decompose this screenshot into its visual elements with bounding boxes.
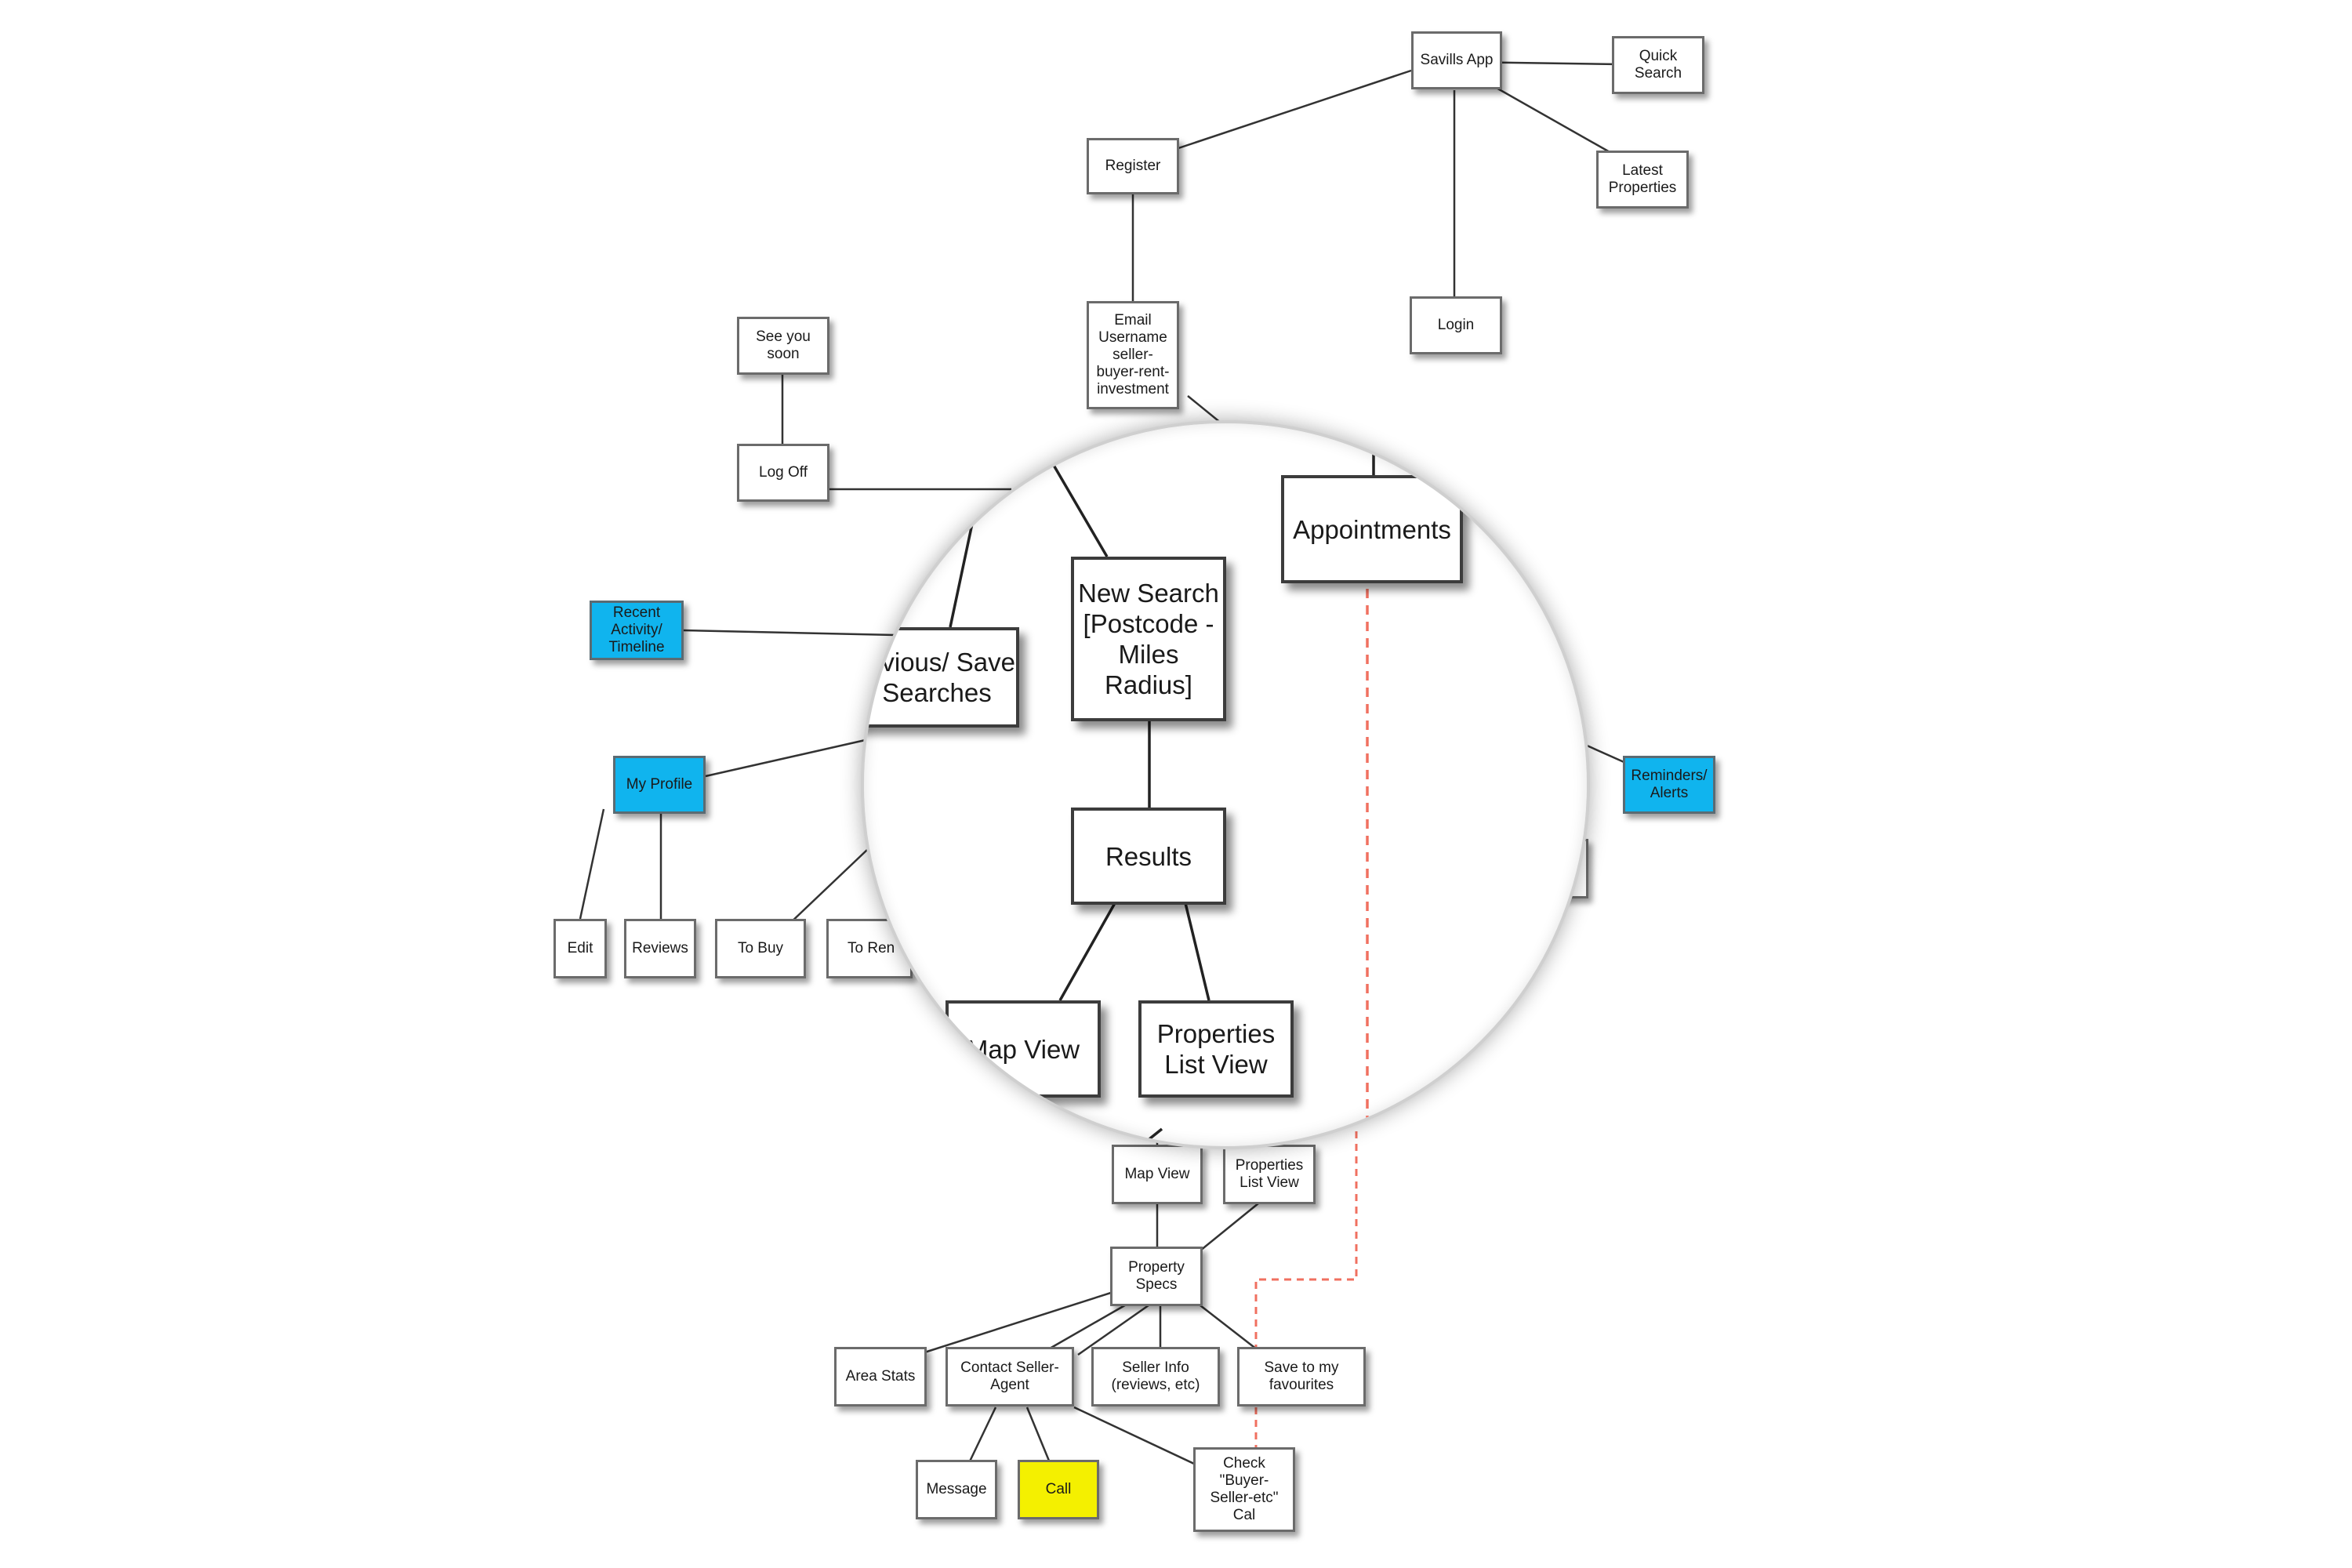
my-profile-node[interactable]: My Profile (613, 756, 706, 814)
latest-properties-node[interactable]: Latest Properties (1596, 151, 1689, 209)
area-stats-node[interactable]: Area Stats (834, 1347, 927, 1406)
contact-seller-agent-node[interactable]: Contact Seller- Agent (946, 1347, 1074, 1406)
recent-activity-node[interactable]: Recent Activity/ Timeline (590, 601, 684, 660)
log-off-node[interactable]: Log Off (737, 444, 829, 502)
magnifier-connectors (949, 423, 1441, 1146)
reminders-alerts-node[interactable]: Reminders/ Alerts (1623, 756, 1715, 814)
appointments-node[interactable]: Appointments (1281, 475, 1463, 583)
magnified-properties-list-view-node[interactable]: Properties List View (1138, 1000, 1294, 1098)
magnified-map-view-node[interactable]: Map View (946, 1000, 1101, 1098)
magnifier-lens: Appointments revious/ Save Searches New … (861, 420, 1590, 1149)
login-node[interactable]: Login (1410, 296, 1502, 354)
property-specs-node[interactable]: Property Specs (1110, 1247, 1203, 1306)
edit-node[interactable]: Edit (554, 919, 607, 978)
map-view-node[interactable]: Map View (1112, 1145, 1203, 1204)
register-node[interactable]: Register (1087, 138, 1179, 194)
reviews-node[interactable]: Reviews (624, 919, 696, 978)
quick-search-node[interactable]: Quick Search (1612, 36, 1704, 94)
previous-save-searches-node[interactable]: revious/ Save Searches (864, 627, 1019, 728)
properties-list-view-node[interactable]: Properties List View (1223, 1145, 1316, 1204)
seller-info-node[interactable]: Seller Info (reviews, etc) (1091, 1347, 1220, 1406)
save-to-favourites-node[interactable]: Save to my favourites (1237, 1347, 1366, 1406)
email-username-node[interactable]: Email Username seller- buyer-rent- inves… (1087, 301, 1179, 409)
savills-app-node[interactable]: Savills App (1411, 31, 1502, 89)
results-node[interactable]: Results (1071, 808, 1226, 905)
new-search-node[interactable]: New Search [Postcode - Miles Radius] (1071, 557, 1226, 721)
check-calendar-node[interactable]: Check "Buyer- Seller-etc" Cal (1193, 1447, 1295, 1532)
see-you-soon-node[interactable]: See you soon (737, 317, 829, 375)
call-node[interactable]: Call (1018, 1460, 1099, 1519)
message-node[interactable]: Message (916, 1460, 997, 1519)
to-buy-node[interactable]: To Buy (715, 919, 806, 978)
